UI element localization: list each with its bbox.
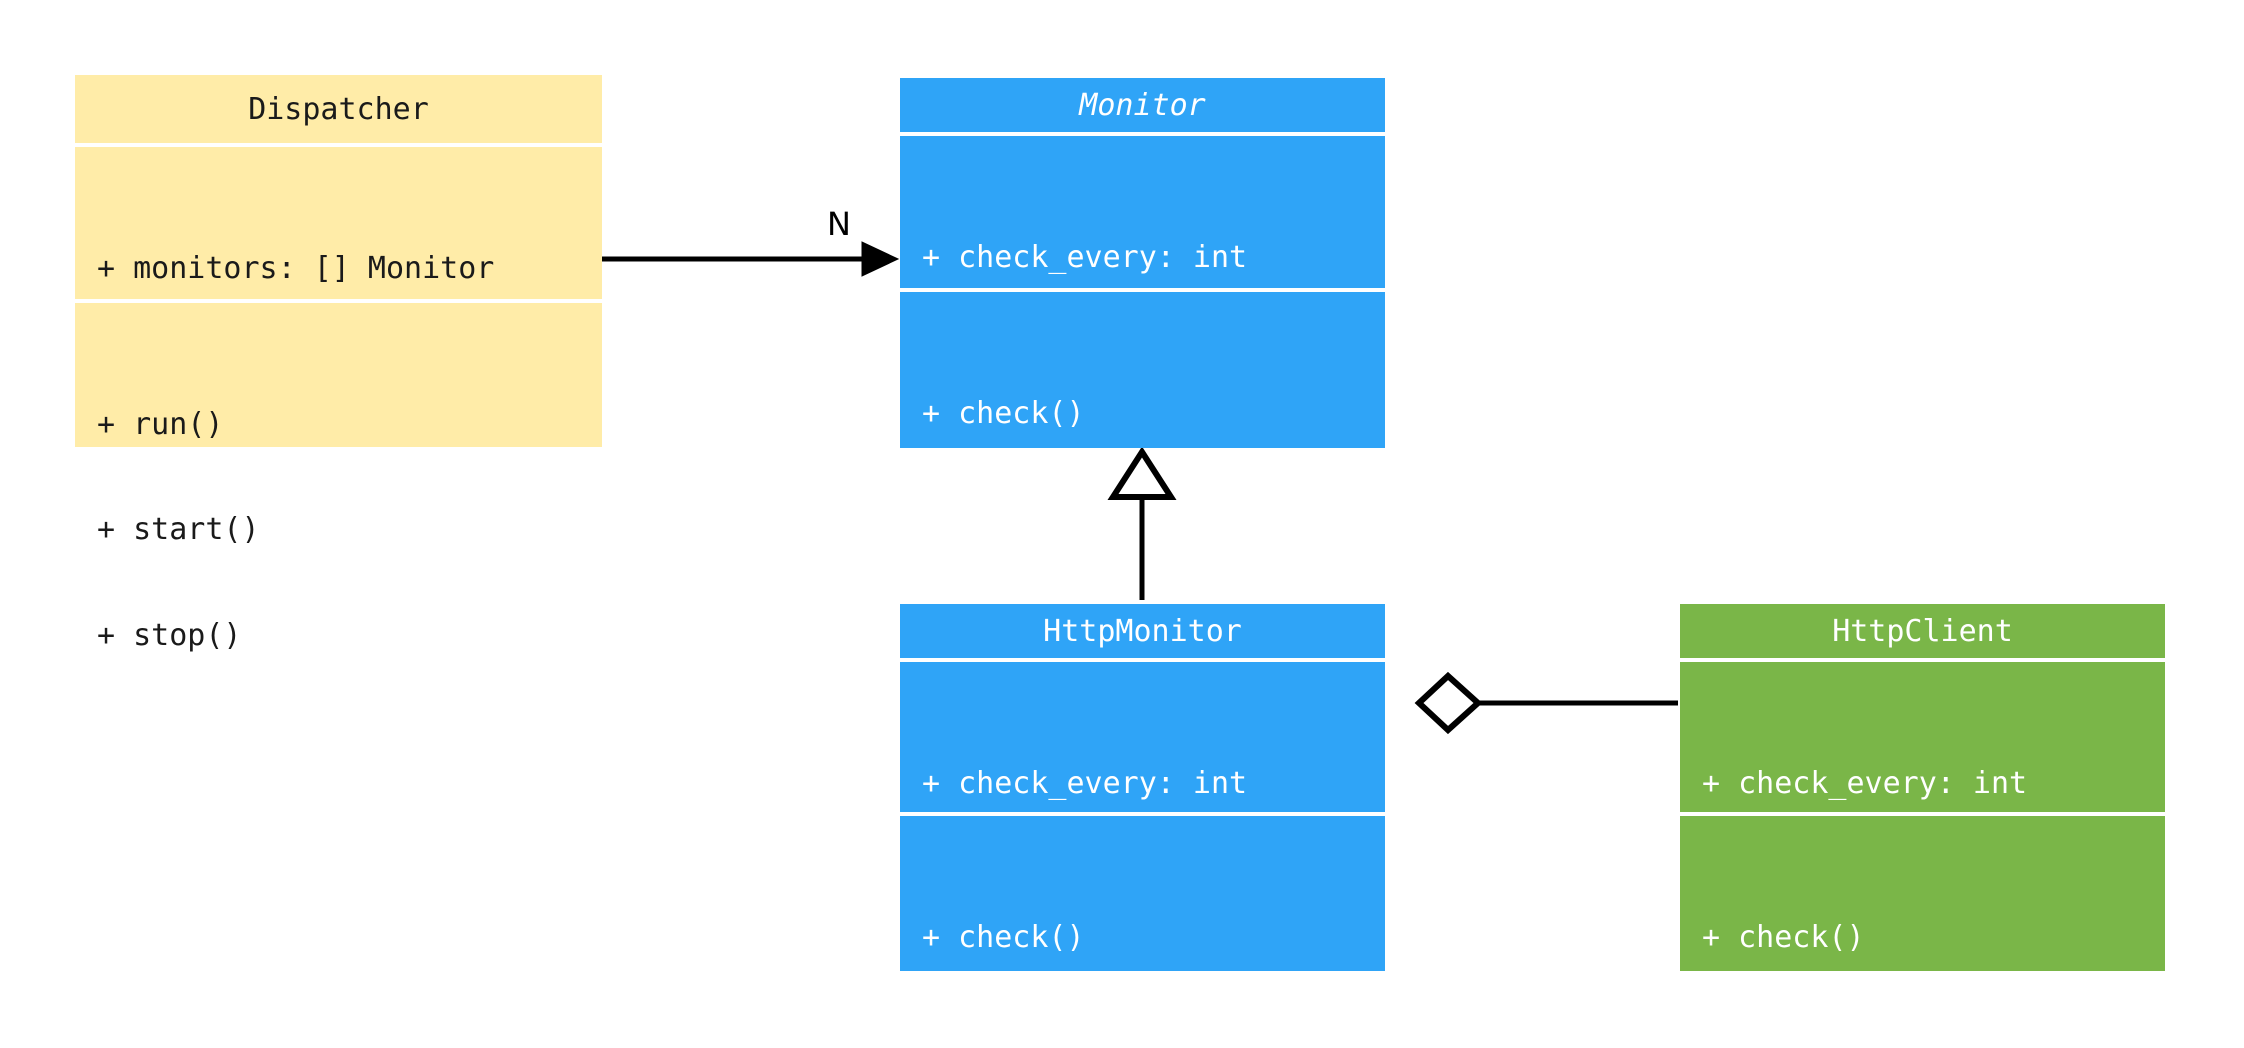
class-box-monitor[interactable]: Monitor + check_every: int + check()	[900, 78, 1385, 448]
method-item: + check()	[922, 920, 1085, 956]
class-methods-dispatcher: + run() + start() + stop()	[75, 299, 602, 653]
edge-dispatcher-monitor	[601, 241, 900, 277]
class-box-httpmonitor[interactable]: HttpMonitor + check_every: int + check()	[900, 604, 1385, 971]
class-name-dispatcher: Dispatcher	[248, 91, 429, 127]
class-methods-httpclient: + check()	[1680, 812, 2165, 967]
class-title-httpmonitor: HttpMonitor	[900, 604, 1385, 658]
attribute-item: + check_every: int	[1702, 766, 2028, 802]
class-title-httpclient: HttpClient	[1680, 604, 2165, 658]
class-box-httpclient[interactable]: HttpClient + check_every: int + check()	[1680, 604, 2165, 971]
class-attributes-dispatcher: + monitors: [] Monitor	[75, 143, 602, 299]
edge-label-multiplicity-n: N	[827, 205, 851, 243]
method-item: + check()	[1702, 920, 1865, 956]
class-methods-monitor: + check()	[900, 288, 1385, 444]
class-attributes-monitor: + check_every: int	[900, 132, 1385, 288]
class-attributes-httpmonitor: + check_every: int	[900, 658, 1385, 812]
method-item: + check()	[922, 396, 1085, 432]
class-box-dispatcher[interactable]: Dispatcher + monitors: [] Monitor + run(…	[75, 75, 602, 653]
class-attributes-httpclient: + check_every: int	[1680, 658, 2165, 812]
method-item: + stop()	[97, 617, 242, 653]
class-name-httpclient: HttpClient	[1832, 613, 2013, 649]
class-name-httpmonitor: HttpMonitor	[1043, 613, 1242, 649]
method-item: + run()	[97, 407, 224, 443]
method-item: + start()	[97, 512, 260, 548]
class-title-monitor: Monitor	[900, 78, 1385, 132]
attribute-item: + check_every: int	[922, 766, 1248, 802]
class-name-monitor: Monitor	[1079, 87, 1206, 123]
edge-httpmonitor-httpclient	[1414, 671, 1678, 735]
class-methods-httpmonitor: + check()	[900, 812, 1385, 967]
attribute-item: + monitors: [] Monitor	[97, 251, 495, 287]
class-title-dispatcher: Dispatcher	[75, 75, 602, 143]
attribute-item: + check_every: int	[922, 240, 1248, 276]
